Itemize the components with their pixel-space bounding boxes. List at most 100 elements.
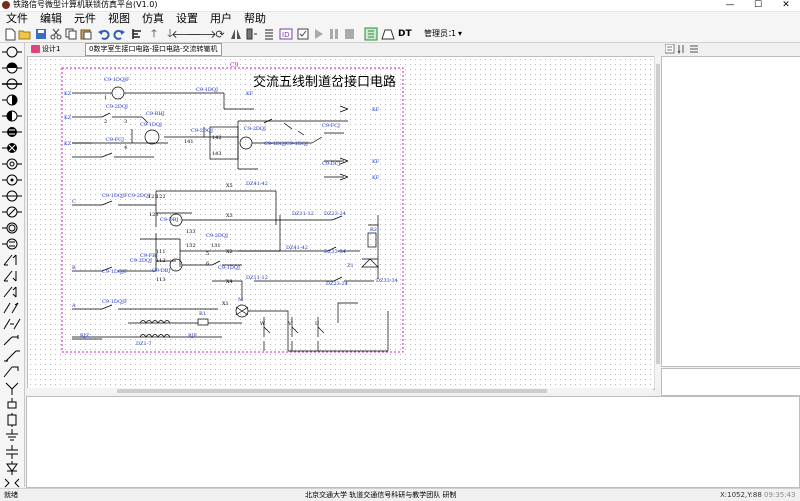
palette-junction-y-icon[interactable] — [2, 381, 22, 395]
palette-relay-cross-icon[interactable] — [2, 141, 22, 155]
palette-transformer-icon[interactable] — [2, 477, 22, 491]
sort-icon[interactable] — [665, 44, 675, 54]
mirror-icon[interactable] — [245, 27, 259, 41]
title-bar: 铁路信号微型计算机联锁仿真平台(V1.0) — ☐ ✕ — [0, 0, 800, 12]
palette-diode-icon[interactable] — [2, 461, 22, 475]
properties-panel[interactable] — [661, 56, 800, 367]
save-icon[interactable] — [34, 27, 48, 41]
arrow-right-icon[interactable]: 🡒 — [187, 28, 217, 41]
menu-help[interactable]: 帮助 — [244, 12, 266, 25]
status-bar: 就绪 北京交通大学 轨道交通信号科研与教学团队 研制 X:1052,Y:88 0… — [0, 488, 800, 501]
close-button[interactable]: ✕ — [782, 0, 790, 10]
redo-icon[interactable] — [112, 27, 126, 41]
drawing-frame — [61, 67, 404, 353]
play-icon[interactable] — [312, 27, 326, 41]
label-n122: 122 — [156, 194, 166, 200]
pause-icon[interactable] — [327, 27, 341, 41]
palette-contact-link-icon[interactable] — [2, 317, 22, 331]
menu-component[interactable]: 元件 — [74, 12, 96, 25]
palette-relay-filled-icon[interactable] — [2, 125, 22, 139]
document-tabstrip: 设计1 0数字室生接口电路-接口电路-交流转辙机 — [26, 43, 660, 56]
palette-contact-front-icon[interactable] — [2, 253, 22, 267]
list-icon[interactable] — [689, 44, 699, 54]
description-panel — [661, 368, 800, 396]
label-term-5a: 5 — [206, 251, 209, 257]
label-c9-dcj: C9-DCJ — [322, 161, 341, 167]
label-c9-1dqj-c: C9-1DQJ — [264, 141, 286, 147]
label-x5: X5 — [226, 183, 233, 189]
open-icon[interactable] — [18, 27, 32, 41]
label-c9-bhj: C9-BHJ — [146, 111, 165, 117]
palette-terminal-icon[interactable] — [2, 397, 22, 411]
new-icon[interactable] — [3, 27, 17, 41]
label-term-2a: 2 — [104, 119, 107, 125]
app-icon — [2, 1, 10, 9]
menu-user[interactable]: 用户 — [210, 12, 232, 25]
id-icon[interactable]: ID — [279, 27, 293, 41]
vertical-scroll-thumb[interactable] — [656, 64, 660, 364]
palette-capacitor-icon[interactable] — [2, 445, 22, 459]
canvas-vertical-scrollbar[interactable] — [654, 56, 661, 388]
text-icon[interactable] — [262, 27, 276, 41]
palette-relay-ring-icon[interactable] — [2, 157, 22, 171]
arrow-up-icon[interactable]: 🡑 — [151, 26, 157, 40]
minimize-button[interactable]: — — [725, 0, 735, 10]
copy-icon[interactable] — [64, 27, 78, 41]
palette-contact-back-icon[interactable] — [2, 269, 22, 283]
arrow-down-icon[interactable]: 🡓 — [167, 26, 173, 40]
label-c9-1dqj-d: C9-1DQJ — [286, 141, 308, 147]
flip-icon[interactable] — [229, 27, 243, 41]
menu-edit[interactable]: 编辑 — [40, 12, 62, 25]
label-c9-dbj-b: C9-DBJ — [152, 268, 170, 274]
palette-relay-double-icon[interactable] — [2, 237, 22, 251]
mode-select[interactable]: 1 — [451, 29, 457, 38]
menu-view[interactable]: 视图 — [108, 12, 130, 25]
label-phase-a: A — [71, 303, 76, 309]
tab-document[interactable]: 0数字室生接口电路-接口电路-交流转辙机 — [85, 43, 222, 56]
palette-resistor-icon[interactable] — [2, 413, 22, 427]
palette-contact-pair-icon[interactable] — [2, 301, 22, 315]
palette-contact-arrow-icon[interactable] — [2, 285, 22, 299]
paste-icon[interactable] — [79, 27, 93, 41]
palette-relay-open-icon[interactable] — [2, 45, 22, 59]
palette-ground-icon[interactable] — [2, 429, 22, 443]
palette-relay-split-icon[interactable] — [2, 93, 22, 107]
horizontal-scroll-thumb[interactable] — [117, 389, 547, 393]
palette-relay-line-icon[interactable] — [2, 189, 22, 203]
check-icon[interactable] — [296, 27, 310, 41]
cut-icon[interactable] — [49, 27, 63, 41]
menu-settings[interactable]: 设置 — [176, 12, 198, 25]
palette-relay-slash-icon[interactable] — [2, 205, 22, 219]
output-panel[interactable] — [26, 396, 800, 488]
undo-icon[interactable] — [97, 27, 111, 41]
menu-simulate[interactable]: 仿真 — [142, 12, 164, 25]
stop-icon[interactable] — [342, 27, 356, 41]
palette-contact-slash-icon[interactable] — [2, 349, 22, 363]
design-icon — [31, 45, 40, 53]
palette-relay-dual-icon[interactable] — [2, 109, 22, 123]
chevron-down-icon[interactable]: ▾ — [458, 29, 463, 38]
palette-relay-bar-icon[interactable] — [2, 77, 22, 91]
canvas-horizontal-scrollbar[interactable] — [27, 388, 653, 394]
tab-design[interactable]: 设计1 — [42, 45, 61, 53]
menu-file[interactable]: 文件 — [6, 12, 28, 25]
palette-contact-step-icon[interactable] — [2, 365, 22, 379]
rotate-icon[interactable]: ⟳ — [215, 27, 225, 41]
palette-contact-lever-icon[interactable] — [2, 333, 22, 347]
dt-label[interactable]: DT — [398, 29, 412, 39]
label-n143: 143 — [212, 151, 222, 157]
print-icon[interactable] — [381, 27, 395, 41]
align-icon[interactable] — [130, 27, 144, 41]
palette-relay-target-icon[interactable] — [2, 221, 22, 235]
palette-relay-half-icon[interactable] — [2, 61, 22, 75]
palette-relay-dot-icon[interactable] — [2, 173, 22, 187]
properties-toolbar — [661, 43, 800, 55]
label-c9-1dqj-e: C9-1DQJ — [218, 265, 240, 271]
label-kz-1: KZ — [64, 91, 72, 97]
maximize-button[interactable]: ☐ — [753, 0, 763, 10]
sort-alpha-icon[interactable] — [677, 44, 687, 54]
label-kf-3: KF — [372, 159, 380, 165]
label-c9-fbj: C9-FBJ — [140, 253, 158, 259]
grid-icon[interactable] — [364, 27, 378, 41]
schematic-canvas[interactable]: C9 交流五线制道岔接口电路 — [27, 56, 655, 390]
